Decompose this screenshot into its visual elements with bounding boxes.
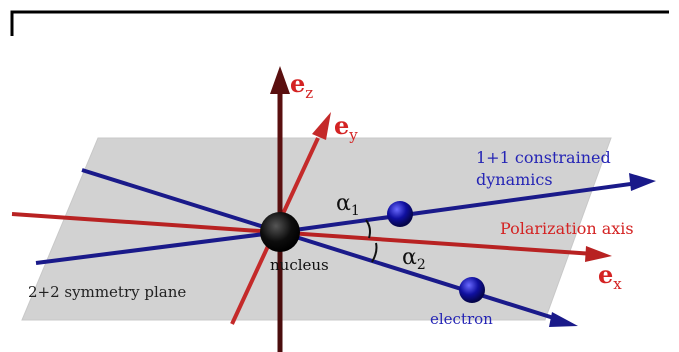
ez-label: ez bbox=[290, 69, 313, 102]
constrained-label-line1: 1+1 constrained bbox=[476, 148, 611, 167]
alpha2-arc bbox=[371, 242, 378, 263]
alpha1-arc bbox=[365, 219, 371, 239]
ex-label: ex bbox=[598, 260, 622, 293]
electron-label: electron bbox=[430, 310, 493, 328]
ez-arrowhead bbox=[270, 66, 290, 94]
electron-sphere-upper bbox=[387, 201, 413, 227]
blue-line-lower-left bbox=[35, 230, 281, 265]
alpha2-label: α2 bbox=[402, 245, 426, 273]
top-frame-line bbox=[10, 10, 669, 36]
blue-line-upper bbox=[81, 168, 281, 234]
blue-lower-arrowhead bbox=[549, 312, 578, 327]
polarization-label: Polarization axis bbox=[500, 219, 634, 238]
nucleus-sphere bbox=[260, 212, 300, 252]
ex-arrowhead bbox=[585, 246, 612, 262]
electron-sphere-lower bbox=[459, 277, 485, 303]
constrained-label-line2: dynamics bbox=[476, 170, 553, 189]
polarization-axis bbox=[11, 212, 595, 256]
blue-line-to-upper-arrow bbox=[279, 181, 639, 234]
ey-label: ey bbox=[334, 111, 358, 144]
symmetry-plane-label: 2+2 symmetry plane bbox=[28, 283, 186, 301]
blue-upper-arrowhead bbox=[629, 173, 656, 191]
blue-line-to-lower-arrow bbox=[279, 230, 561, 322]
alpha1-label: α1 bbox=[336, 191, 360, 219]
nucleus-label: nucleus bbox=[270, 256, 329, 274]
ey-arrowhead bbox=[312, 112, 331, 140]
